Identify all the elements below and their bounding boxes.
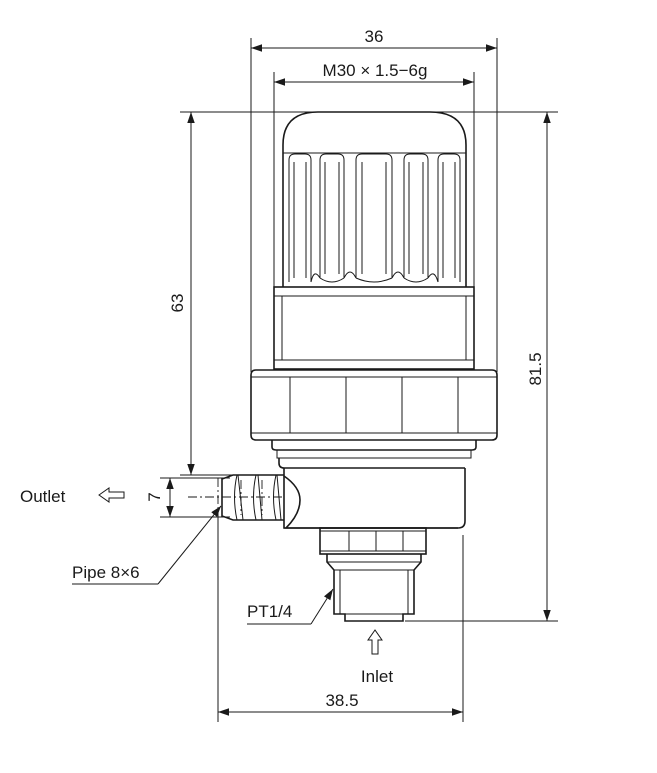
o-ring xyxy=(271,440,477,469)
knurl-ribs xyxy=(288,153,461,283)
dimension-36: 36 xyxy=(250,27,498,372)
outlet-arrow-icon xyxy=(98,487,125,503)
inlet-label: Inlet xyxy=(361,667,393,686)
inlet-callout: Inlet xyxy=(361,629,393,686)
dimension-thread: M30 × 1.5−6g xyxy=(273,61,475,290)
pipe-callout: Pipe 8×6 xyxy=(72,505,222,585)
dimension-63: 63 xyxy=(168,111,370,476)
dimension-38-5-label: 38.5 xyxy=(325,691,358,710)
outlet-callout: Outlet xyxy=(20,487,125,506)
dimension-81-5-label: 81.5 xyxy=(526,352,545,385)
pipe-label: Pipe 8×6 xyxy=(72,563,140,582)
knurled-cap xyxy=(282,111,467,287)
dimension-7-label: 7 xyxy=(145,492,164,501)
barbed-outlet xyxy=(221,474,284,521)
lower-body xyxy=(283,468,466,529)
dimension-81-5: 81.5 xyxy=(372,111,558,622)
dimension-36-label: 36 xyxy=(365,27,384,46)
hex-nut xyxy=(250,369,498,441)
dimension-thread-label: M30 × 1.5−6g xyxy=(323,61,428,80)
dimension-63-label: 63 xyxy=(168,294,187,313)
threaded-collar xyxy=(273,286,475,370)
pt-callout: PT1/4 xyxy=(247,588,334,625)
inlet-arrow-icon xyxy=(367,629,383,655)
outlet-label: Outlet xyxy=(20,487,66,506)
pt-label: PT1/4 xyxy=(247,602,292,621)
port-thread xyxy=(326,554,422,622)
lower-hex xyxy=(319,527,427,555)
dimension-38-5: 38.5 xyxy=(217,512,464,722)
